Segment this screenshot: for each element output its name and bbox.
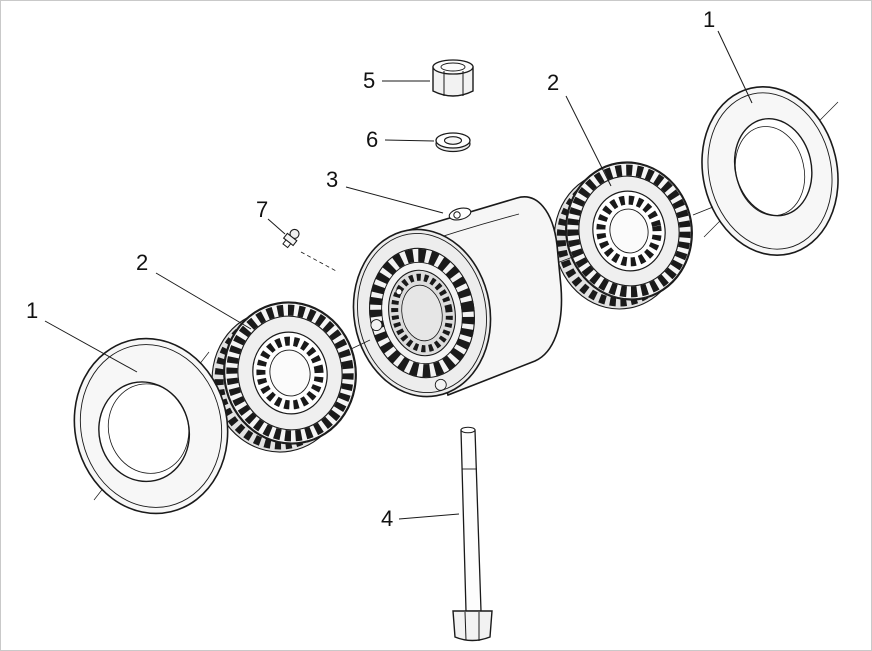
axis-tick bbox=[556, 254, 579, 264]
leader-3 bbox=[345, 186, 444, 214]
callout-6: 6 bbox=[366, 127, 379, 152]
axis-tick bbox=[350, 339, 371, 350]
leader-1-right bbox=[717, 30, 753, 104]
callout-1-left: 1 bbox=[26, 298, 39, 323]
leader-6 bbox=[384, 139, 435, 142]
hex-nut bbox=[432, 59, 474, 97]
leader-7 bbox=[267, 218, 286, 235]
drum-housing bbox=[352, 196, 563, 398]
callout-3: 3 bbox=[326, 167, 339, 192]
callout-7: 7 bbox=[256, 197, 269, 222]
leader-4 bbox=[398, 513, 460, 520]
top-hole-bore bbox=[453, 211, 461, 219]
leader-2-left bbox=[155, 272, 252, 330]
spline-notch bbox=[370, 319, 383, 332]
callout-4: 4 bbox=[381, 506, 394, 531]
leader-1-left bbox=[44, 320, 138, 373]
splined-hub-left bbox=[211, 301, 371, 453]
splined-hub-right bbox=[553, 161, 714, 310]
bolt-head bbox=[452, 610, 493, 642]
leader-2-right bbox=[565, 95, 612, 187]
leader-lines bbox=[44, 30, 753, 520]
grease-fitting bbox=[282, 228, 339, 273]
dished-washer-right bbox=[701, 86, 839, 256]
dished-washer-left bbox=[73, 337, 229, 515]
face-hole bbox=[395, 288, 403, 296]
callout-2-left: 2 bbox=[136, 250, 149, 275]
callout-1-right: 1 bbox=[703, 7, 716, 32]
callout-5: 5 bbox=[363, 68, 376, 93]
spline-notch bbox=[434, 378, 447, 391]
fitting-centerline bbox=[300, 251, 339, 273]
callout-2-right: 2 bbox=[547, 70, 560, 95]
axis-tick bbox=[692, 206, 714, 216]
flat-washer bbox=[435, 132, 471, 153]
bolt bbox=[452, 426, 493, 642]
